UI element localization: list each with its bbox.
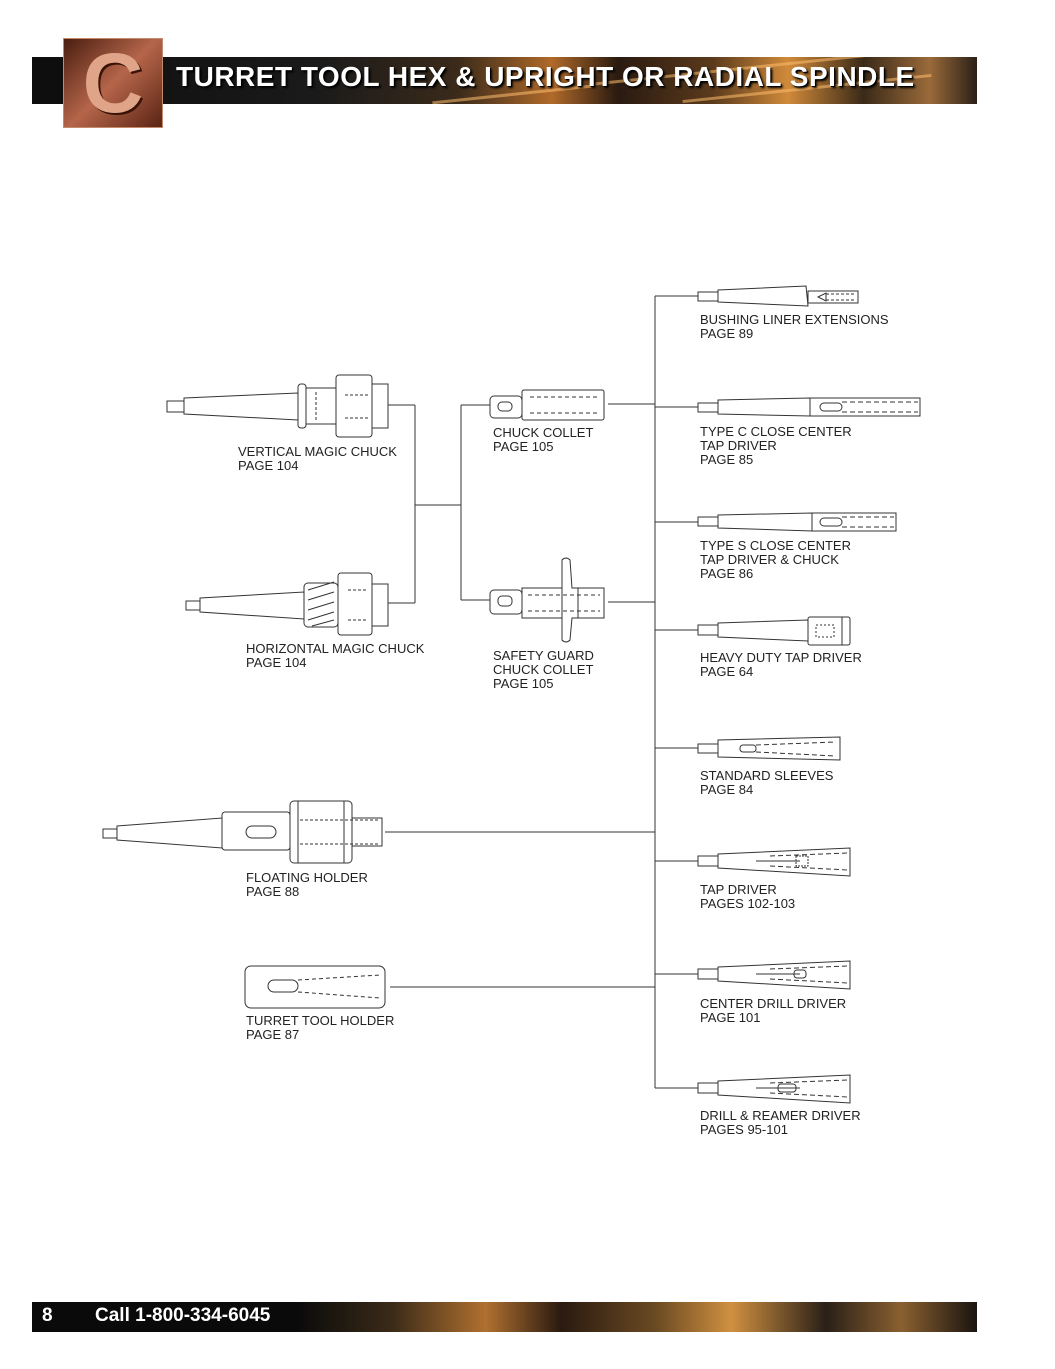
tool-name-line: CENTER DRILL DRIVER <box>700 996 847 1011</box>
label-chuck-collet: CHUCK COLLET PAGE 105 <box>493 426 593 454</box>
tool-page: PAGE 64 <box>700 664 754 679</box>
label-center-drill-driver: CENTER DRILL DRIVER PAGE 101 <box>700 997 846 1025</box>
type-c-close-center-tap-driver-drawing <box>698 398 920 416</box>
tool-page: PAGE 88 <box>246 884 300 899</box>
tool-name: HORIZONTAL MAGIC CHUCK <box>246 641 425 656</box>
tool-page: PAGE 104 <box>246 655 307 670</box>
tool-name-line: SAFETY GUARD <box>493 648 594 663</box>
label-safety-guard-chuck-collet: SAFETY GUARD CHUCK COLLET PAGE 105 <box>493 649 594 691</box>
tool-page: PAGE 89 <box>700 326 754 341</box>
label-type-c-close-center-tap-driver: TYPE C CLOSE CENTER TAP DRIVER PAGE 85 <box>700 425 852 467</box>
tool-page: PAGE 104 <box>238 458 299 473</box>
bushing-liner-extensions-drawing <box>698 286 858 306</box>
tool-page: PAGE 105 <box>493 439 554 454</box>
tool-name-line: BUSHING LINER EXTENSIONS <box>700 312 889 327</box>
tap-driver-drawing <box>698 848 850 876</box>
page-title: TURRET TOOL HEX & UPRIGHT OR RADIAL SPIN… <box>176 61 915 92</box>
label-horizontal-magic-chuck: HORIZONTAL MAGIC CHUCK PAGE 104 <box>246 642 424 670</box>
tool-name: TURRET TOOL HOLDER <box>246 1013 395 1028</box>
safety-guard-chuck-collet-drawing <box>490 558 604 642</box>
tool-name-line: TAP DRIVER <box>700 438 777 453</box>
label-tap-driver: TAP DRIVER PAGES 102-103 <box>700 883 795 911</box>
page-number: 8 <box>42 1305 53 1326</box>
drill-reamer-driver-drawing <box>698 1075 850 1103</box>
tool-page: PAGE 105 <box>493 676 554 691</box>
floating-holder-drawing <box>103 801 382 863</box>
tool-page: PAGE 101 <box>700 1010 761 1025</box>
vertical-magic-chuck-drawing <box>167 375 388 437</box>
tool-page: PAGE 86 <box>700 566 754 581</box>
heavy-duty-tap-driver-drawing <box>698 617 850 645</box>
standard-sleeves-drawing <box>698 737 840 760</box>
tool-page: PAGES 95-101 <box>700 1122 788 1137</box>
tool-name: FLOATING HOLDER <box>246 870 368 885</box>
company-logo: C <box>63 38 163 128</box>
chuck-collet-drawing <box>490 390 604 420</box>
tool-name-line: TAP DRIVER & CHUCK <box>700 552 839 567</box>
tool-name-line: CHUCK COLLET <box>493 662 594 677</box>
center-drill-driver-drawing <box>698 961 850 989</box>
label-heavy-duty-tap-driver: HEAVY DUTY TAP DRIVER PAGE 64 <box>700 651 862 679</box>
label-floating-holder: FLOATING HOLDER PAGE 88 <box>246 871 368 899</box>
turret-tool-holder-drawing <box>245 966 385 1008</box>
connector-lines <box>385 296 698 1088</box>
tool-page: PAGE 84 <box>700 782 754 797</box>
tool-name-line: CHUCK COLLET <box>493 425 594 440</box>
label-vertical-magic-chuck: VERTICAL MAGIC CHUCK PAGE 104 <box>238 445 397 473</box>
horizontal-magic-chuck-drawing <box>186 573 388 635</box>
label-standard-sleeves: STANDARD SLEEVES PAGE 84 <box>700 769 833 797</box>
tool-name-line: STANDARD SLEEVES <box>700 768 834 783</box>
tool-name: VERTICAL MAGIC CHUCK <box>238 444 397 459</box>
footer-banner <box>32 1302 977 1332</box>
tool-name-line: DRILL & REAMER DRIVER <box>700 1108 861 1123</box>
tool-page: PAGE 85 <box>700 452 754 467</box>
label-drill-reamer-driver: DRILL & REAMER DRIVER PAGES 95-101 <box>700 1109 861 1137</box>
phone-number: Call 1-800-334-6045 <box>95 1305 271 1326</box>
tool-name-line: TYPE S CLOSE CENTER <box>700 538 851 553</box>
tool-page: PAGE 87 <box>246 1027 300 1042</box>
logo-letter: C <box>82 36 144 130</box>
label-turret-tool-holder: TURRET TOOL HOLDER PAGE 87 <box>246 1014 394 1042</box>
label-bushing-liner-extensions: BUSHING LINER EXTENSIONS PAGE 89 <box>700 313 889 341</box>
header-banner <box>32 57 977 104</box>
tool-name-line: HEAVY DUTY TAP DRIVER <box>700 650 862 665</box>
label-type-s-close-center-tap-driver-chuck: TYPE S CLOSE CENTER TAP DRIVER & CHUCK P… <box>700 539 851 581</box>
tool-name-line: TYPE C CLOSE CENTER <box>700 424 852 439</box>
tool-name-line: TAP DRIVER <box>700 882 777 897</box>
type-s-close-center-tap-driver-chuck-drawing <box>698 513 896 531</box>
tool-page: PAGES 102-103 <box>700 896 796 911</box>
